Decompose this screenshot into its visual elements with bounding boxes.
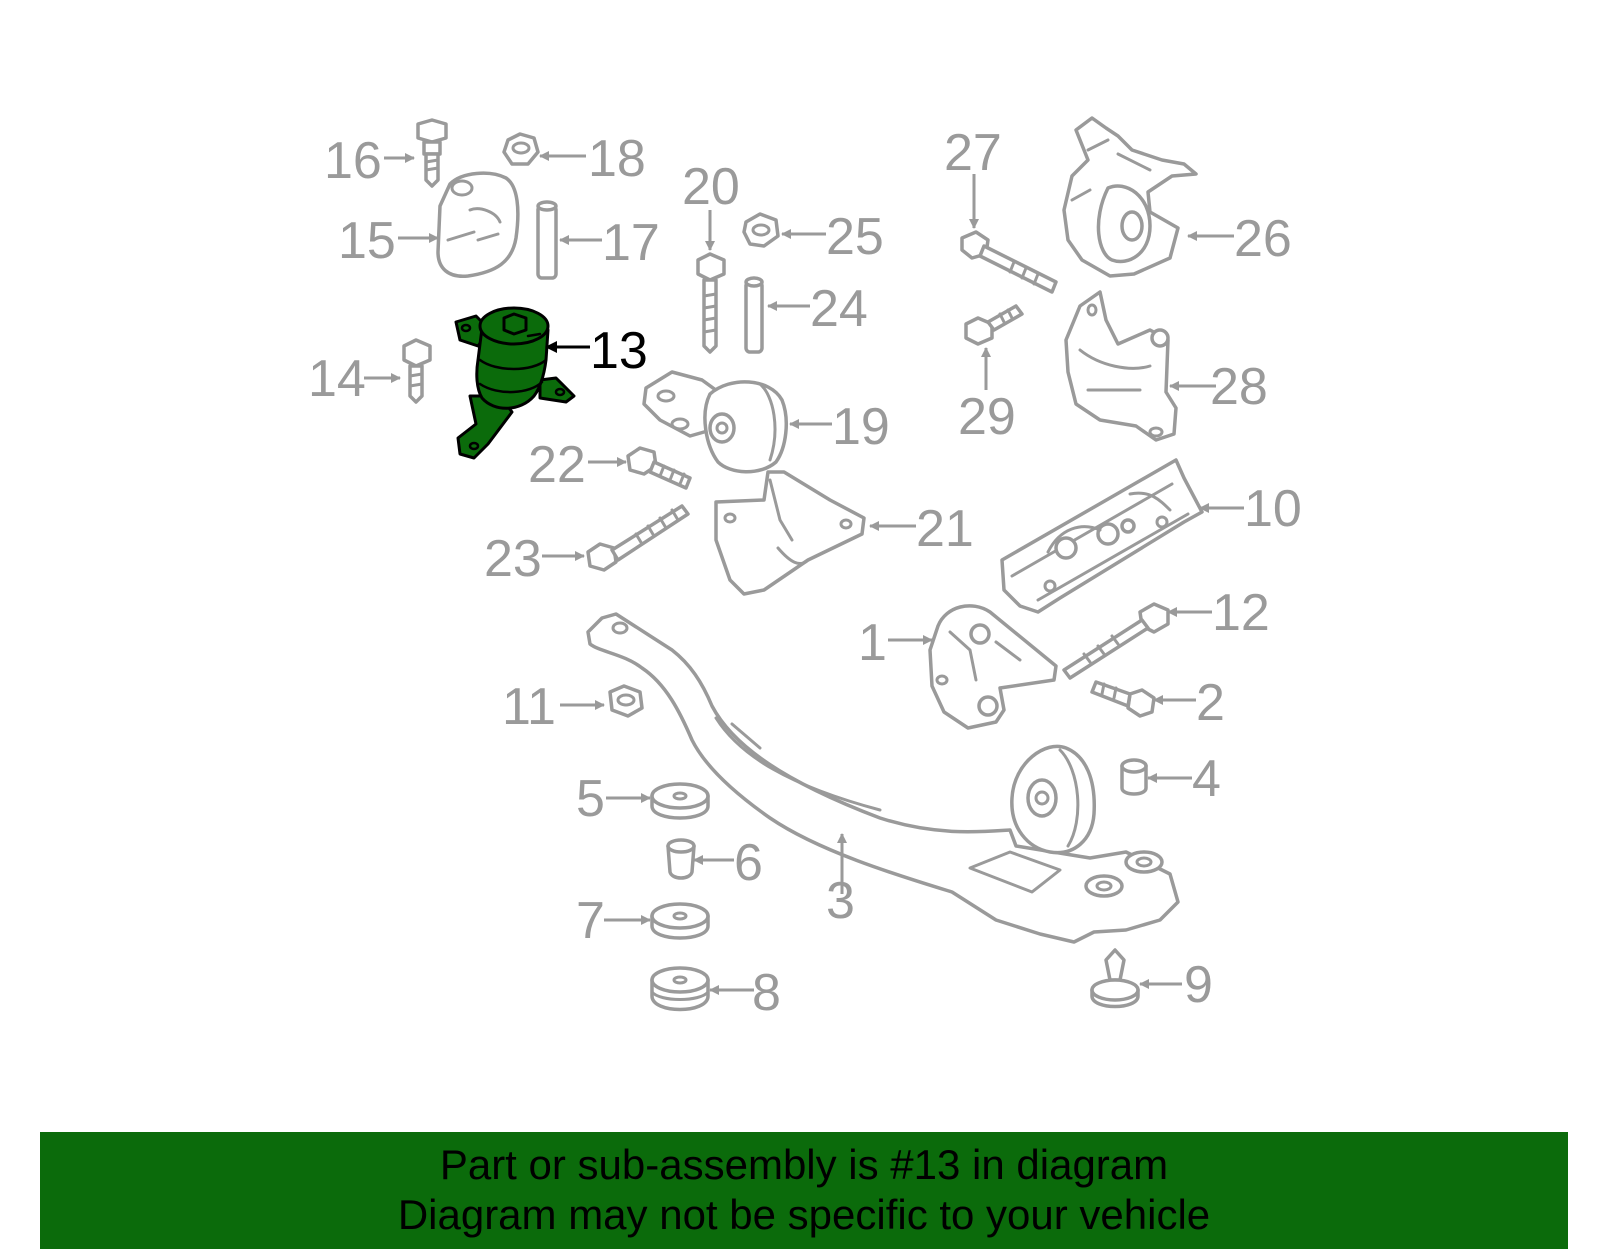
callout-24: 24 xyxy=(810,280,868,338)
part-4-bushing[interactable] xyxy=(1120,758,1148,796)
part-17-sleeve[interactable] xyxy=(536,200,558,280)
callout-27: 27 xyxy=(944,124,1002,182)
info-banner: Part or sub-assembly is #13 in diagram D… xyxy=(40,1132,1568,1249)
callout-6: 6 xyxy=(734,834,763,892)
callout-labels: 16 18 15 17 20 25 24 13 14 19 22 23 21 2… xyxy=(308,124,1302,1022)
leader-lines xyxy=(364,151,1244,995)
callout-23: 23 xyxy=(484,530,542,588)
callout-29: 29 xyxy=(958,388,1016,446)
part-16-bolt[interactable] xyxy=(416,118,448,188)
callout-11: 11 xyxy=(502,678,556,736)
callout-20: 20 xyxy=(682,158,740,216)
callout-14: 14 xyxy=(308,350,366,408)
callout-18: 18 xyxy=(588,130,646,188)
part-18-nut[interactable] xyxy=(502,132,540,166)
part-9-stud[interactable] xyxy=(1090,948,1140,1009)
part-14-bolt[interactable] xyxy=(402,338,432,404)
part-15-cover[interactable] xyxy=(436,171,520,278)
part-22-bolt[interactable] xyxy=(626,446,692,490)
callout-7: 7 xyxy=(576,892,605,950)
part-6-bushing[interactable] xyxy=(666,838,696,880)
part-5-washer[interactable] xyxy=(650,782,710,820)
part-25-nut[interactable] xyxy=(742,212,780,248)
callout-26: 26 xyxy=(1234,210,1292,268)
callout-12: 12 xyxy=(1212,584,1270,642)
part-3-subframe[interactable] xyxy=(586,612,1180,944)
callout-15: 15 xyxy=(338,212,396,270)
callout-28: 28 xyxy=(1210,358,1268,416)
callout-22: 22 xyxy=(528,436,586,494)
callout-8: 8 xyxy=(752,964,781,1022)
part-1-bracket[interactable] xyxy=(928,604,1058,730)
callout-19: 19 xyxy=(832,398,890,456)
callout-5: 5 xyxy=(576,770,605,828)
part-29-bolt[interactable] xyxy=(964,304,1024,346)
part-28-bracket[interactable] xyxy=(1064,290,1178,442)
part-10-plate[interactable] xyxy=(1000,458,1204,614)
part-27-bolt[interactable] xyxy=(960,230,1058,294)
part-20-bolt[interactable] xyxy=(696,252,726,354)
part-24-sleeve[interactable] xyxy=(744,276,764,354)
callout-9: 9 xyxy=(1184,956,1213,1014)
part-2-bolt[interactable] xyxy=(1090,680,1156,718)
part-13-engine-mount[interactable] xyxy=(454,306,576,460)
callout-1: 1 xyxy=(858,614,887,672)
callout-3: 3 xyxy=(826,872,855,930)
callout-16: 16 xyxy=(324,132,382,190)
part-21-bracket[interactable] xyxy=(714,470,866,596)
part-19-mount[interactable] xyxy=(642,370,788,474)
part-8-insulator[interactable] xyxy=(650,966,710,1012)
callout-2: 2 xyxy=(1196,674,1225,732)
callout-21: 21 xyxy=(916,500,974,558)
callout-25: 25 xyxy=(826,208,884,266)
callout-10: 10 xyxy=(1244,480,1302,538)
banner-line-1: Part or sub-assembly is #13 in diagram xyxy=(439,1141,1169,1188)
part-11-nut[interactable] xyxy=(608,684,644,718)
part-26-mount[interactable] xyxy=(1062,116,1198,278)
part-7-washer[interactable] xyxy=(650,902,710,940)
part-23-bolt[interactable] xyxy=(586,504,690,572)
callout-17: 17 xyxy=(602,214,660,272)
part-12-bolt[interactable] xyxy=(1062,602,1170,680)
banner-line-2: Diagram may not be specific to your vehi… xyxy=(397,1191,1211,1238)
callout-13: 13 xyxy=(590,322,648,380)
callout-4: 4 xyxy=(1192,750,1221,808)
